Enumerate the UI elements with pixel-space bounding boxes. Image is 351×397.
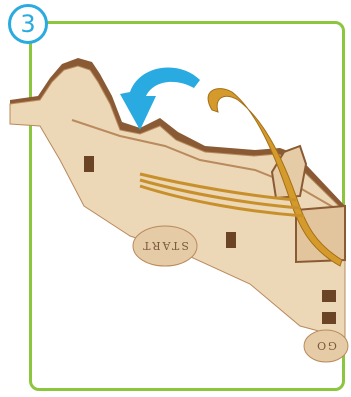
slot-right-2: [322, 312, 336, 324]
slot-left: [84, 156, 94, 172]
start-stamp: START: [141, 239, 189, 252]
slot-middle: [226, 232, 236, 248]
second-stamp: GO: [315, 339, 337, 352]
slot-right-1: [322, 290, 336, 302]
step-number-badge: 3: [8, 4, 48, 44]
